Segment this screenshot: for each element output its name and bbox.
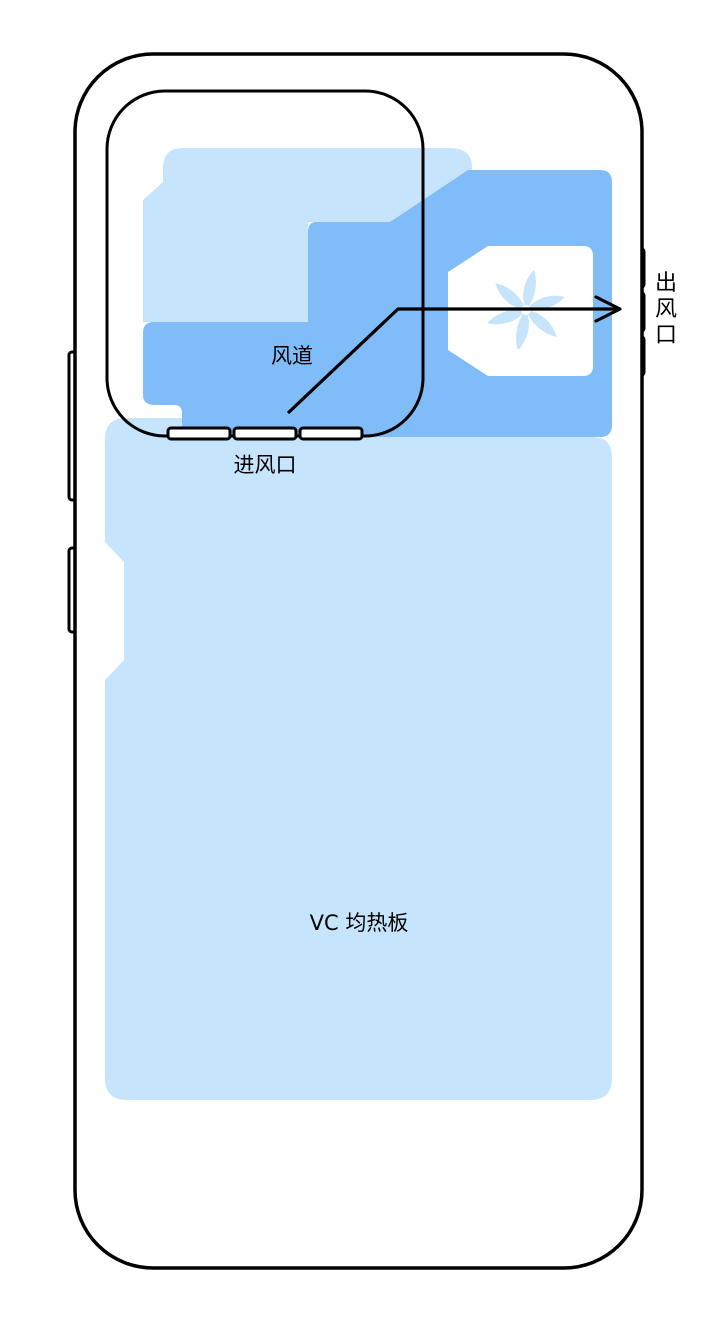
label-air-outlet-char-3: 口 [655, 323, 677, 348]
label-vapor-chamber: VC 均热板 [310, 911, 409, 935]
air-inlet-vent-2 [232, 426, 298, 441]
label-air-outlet: 出 风 口 [655, 271, 677, 348]
air-inlet-vent-1 [166, 426, 232, 441]
label-air-duct: 风道 [271, 344, 313, 368]
camera-area-plate [143, 148, 472, 322]
label-air-outlet-char-1: 出 [655, 271, 677, 296]
vapor-chamber-plate [105, 418, 612, 1100]
air-inlet-vent-3 [298, 426, 364, 441]
label-air-outlet-char-2: 风 [655, 297, 677, 322]
arrow-right-icon [286, 295, 622, 415]
label-air-inlet: 进风口 [234, 453, 297, 477]
